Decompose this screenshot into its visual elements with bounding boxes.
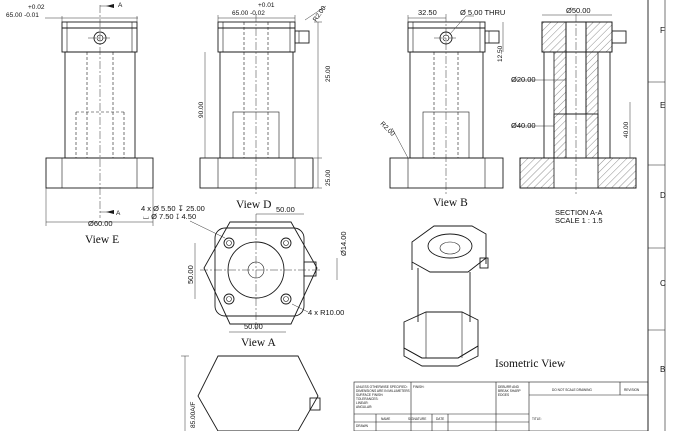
tb-note-2: DIMENSIONS ARE IN MILLIMETERS [356,389,410,393]
view-b-hole: Ø 5.00 THRU [460,8,505,17]
tb-title: TITLE: [532,417,542,421]
isometric-label: Isometric View [495,358,566,370]
view-e-tol-dim: 65.00 -0.01 [6,12,39,19]
view-d-dim-25-top: 25.00 [325,65,332,82]
tb-note-1: UNLESS OTHERWISE SPECIFIED: [356,385,408,389]
section-a-top-label: A [118,2,123,9]
tb-signature: SIGNATURE [408,417,426,421]
tb-note-4: TOLERANCES: [356,397,379,401]
tb-note-6: ANGULAR: [356,405,372,409]
tb-drawn: DRAWN [356,424,369,428]
view-d: +0.01 65.00 -0.02 R2.00 25.00 90.00 25.0… [198,2,332,211]
section-scale: SCALE 1 : 1.5 [555,216,603,225]
view-b-dim-12: 12.50 [497,45,504,62]
section-dim-40: 40.00 [623,121,630,138]
view-a-dim-bottom: 50.00 [244,322,263,331]
tb-deburr-3: EDGES [498,393,509,397]
zone-e: E [660,101,665,110]
view-e-label: View E [85,234,119,246]
view-e: +0.02 65.00 -0.01 A A Ø60.00 View E [6,2,154,246]
view-a-dia-14: Ø14.00 [339,231,348,256]
view-d-dim-25-bottom: 25.00 [325,169,332,186]
view-a-label: View A [241,337,276,349]
view-d-dim-90: 90.00 [198,101,205,118]
section-dia-40: Ø40.00 [511,121,536,130]
view-a-holes-2: ⌴ Ø 7.50 ↧ 4.50 [143,212,196,221]
tb-deburr-1: DEBURR AND [498,385,520,389]
view-d-tol-upper: +0.01 [258,2,275,9]
view-b: 32.50 Ø 5.00 THRU 12.50 R2.00 View B [379,8,506,209]
view-e-dia-60: Ø60.00 [88,219,113,228]
view-b-label: View B [433,197,468,209]
view-a-radius: 4 x R10.00 [308,308,344,317]
tb-finish: FINISH: [413,385,424,389]
view-b-dim-32: 32.50 [418,8,437,17]
section-dia-20: Ø20.00 [511,75,536,84]
bottom-view: 85.00A/F [181,355,321,431]
title-block: UNLESS OTHERWISE SPECIFIED: DIMENSIONS A… [353,381,649,431]
tb-deburr-2: BREAK SHARP [498,389,521,393]
view-a-dim-top: 50.00 [276,205,295,214]
tb-date: DATE [436,417,444,421]
bottom-view-dim: 85.00A/F [190,402,197,428]
tb-note-5: LINEAR: [356,401,369,405]
view-a: 4 x Ø 5.50 ↧ 25.00 ⌴ Ø 7.50 ↧ 4.50 50.00… [141,204,348,349]
sheet-border: F E D C B [647,0,666,431]
zone-f: F [660,26,665,35]
tb-note-3: SURFACE FINISH: [356,393,383,397]
zone-c: C [660,279,666,288]
tb-do-not-scale: DO NOT SCALE DRAWING [552,388,592,392]
zone-d: D [660,191,666,200]
isometric-view: Isometric View [403,225,566,370]
view-d-tol-dim: 65.00 -0.02 [232,10,265,17]
view-a-holes-1: 4 x Ø 5.50 ↧ 25.00 [141,204,205,213]
section-label: SECTION A-A [555,208,603,217]
section-a-bottom-label: A [116,210,121,217]
view-b-r2: R2.00 [379,120,396,137]
tb-revision: REVISION [624,388,640,392]
view-e-tol-upper: +0.02 [28,4,45,11]
view-a-dim-left: 50.00 [186,265,195,284]
view-d-label: View D [236,199,271,211]
section-a-a: Ø50.00 Ø20.00 Ø40.00 40.00 SECTION A-A S… [511,6,637,225]
section-dia-50: Ø50.00 [566,6,591,15]
tb-name: NAME [381,417,390,421]
zone-b: B [660,365,665,374]
